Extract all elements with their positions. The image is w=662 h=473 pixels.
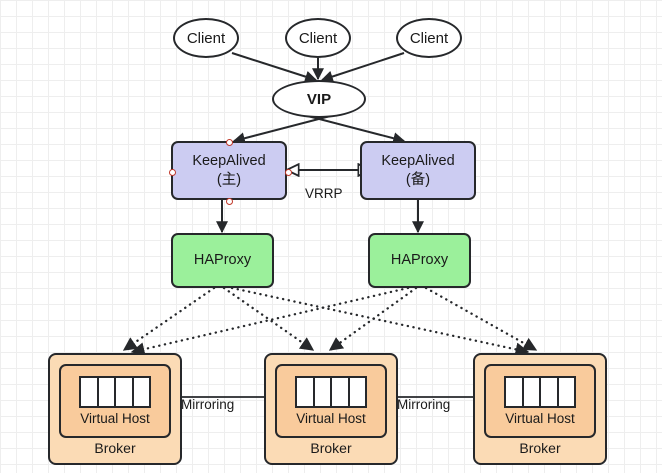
edge-client3-vip xyxy=(320,52,405,83)
virtual-host-label: Virtual Host xyxy=(296,411,366,426)
mirroring-label-left: Mirroring xyxy=(181,397,235,412)
broker-label: Broker xyxy=(519,440,561,456)
queue-cell xyxy=(332,378,350,406)
queue-1 xyxy=(79,376,151,408)
keepalived-backup-role: (备) xyxy=(405,171,431,188)
virtual-host-label: Virtual Host xyxy=(80,411,150,426)
queue-cell xyxy=(297,378,315,406)
queue-2 xyxy=(295,376,367,408)
keepalived-master-title: KeepAlived xyxy=(192,153,266,170)
client-node-1[interactable]: Client xyxy=(173,18,239,58)
queue-cell xyxy=(350,378,366,406)
haproxy-node-2[interactable]: HAProxy xyxy=(368,233,471,288)
queue-cell xyxy=(506,378,524,406)
queue-3 xyxy=(504,376,576,408)
mirroring-label-right: Mirroring xyxy=(397,397,451,412)
virtual-host-3[interactable]: Virtual Host xyxy=(484,364,596,438)
connection-port-bottom xyxy=(226,198,233,205)
edge-vip-keepalived-master xyxy=(232,113,339,145)
queue-cell xyxy=(524,378,541,406)
queue-cell xyxy=(134,378,150,406)
keepalived-master-role: (主) xyxy=(216,171,242,188)
edge-haproxy1-broker1 xyxy=(122,286,216,352)
broker-node-3[interactable]: Virtual Host Broker xyxy=(473,353,607,465)
haproxy-node-1[interactable]: HAProxy xyxy=(171,233,274,288)
keepalived-backup-title: KeepAlived xyxy=(381,153,455,170)
client-node-3[interactable]: Client xyxy=(396,18,462,58)
keepalived-master-node[interactable]: KeepAlived (主) xyxy=(169,139,292,205)
virtual-host-2[interactable]: Virtual Host xyxy=(275,364,387,438)
client-label: Client xyxy=(186,29,226,47)
vip-node[interactable]: VIP xyxy=(272,80,366,118)
edge-haproxy2-broker3 xyxy=(424,286,538,352)
haproxy-label: HAProxy xyxy=(193,252,252,269)
queue-cell xyxy=(99,378,116,406)
keepalived-backup-node[interactable]: KeepAlived (备) xyxy=(360,141,476,200)
edge-vip-keepalived-backup xyxy=(299,113,406,145)
edge-client1-vip xyxy=(231,52,318,83)
broker-label: Broker xyxy=(94,440,136,456)
client-label: Client xyxy=(409,29,449,47)
broker-label: Broker xyxy=(310,440,352,456)
queue-cell xyxy=(116,378,134,406)
queue-cell xyxy=(81,378,99,406)
edge-haproxy1-broker2 xyxy=(222,286,315,352)
virtual-host-1[interactable]: Virtual Host xyxy=(59,364,171,438)
queue-cell xyxy=(559,378,575,406)
connection-port-left xyxy=(169,169,176,176)
client-label: Client xyxy=(298,29,338,47)
connection-port-right xyxy=(285,169,292,176)
queue-cell xyxy=(315,378,332,406)
queue-cell xyxy=(541,378,559,406)
connection-port-top xyxy=(226,139,233,146)
broker-node-2[interactable]: Virtual Host Broker xyxy=(264,353,398,465)
vrrp-edge-label: VRRP xyxy=(305,186,343,201)
haproxy-label: HAProxy xyxy=(390,252,449,269)
edge-haproxy2-broker2 xyxy=(328,286,418,352)
edge-haproxy1-broker3 xyxy=(230,286,530,357)
client-node-2[interactable]: Client xyxy=(285,18,351,58)
edge-haproxy2-broker1 xyxy=(130,286,410,356)
virtual-host-label: Virtual Host xyxy=(505,411,575,426)
vip-label: VIP xyxy=(306,90,332,108)
broker-node-1[interactable]: Virtual Host Broker xyxy=(48,353,182,465)
